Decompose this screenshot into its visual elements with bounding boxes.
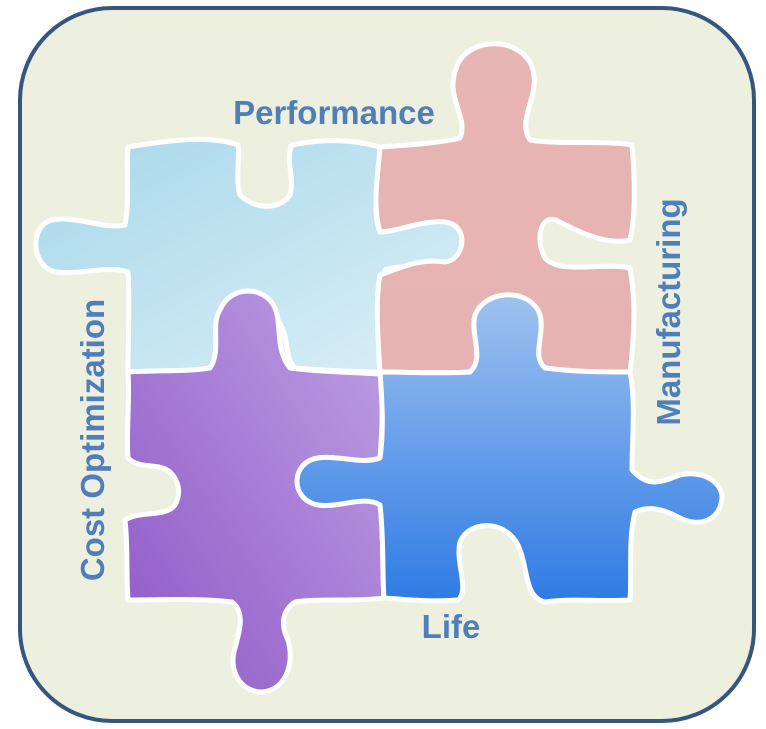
puzzle-piece-manufacturing (373, 41, 637, 376)
label-cost-optimization: Cost Optimization (74, 299, 111, 581)
frame-border (18, 6, 756, 723)
puzzle-piece-life (294, 292, 725, 605)
label-manufacturing: Manufacturing (650, 198, 687, 425)
puzzle-piece-cost-optimization (122, 288, 387, 695)
label-life: Life (422, 608, 481, 645)
label-performance: Performance (233, 94, 435, 131)
